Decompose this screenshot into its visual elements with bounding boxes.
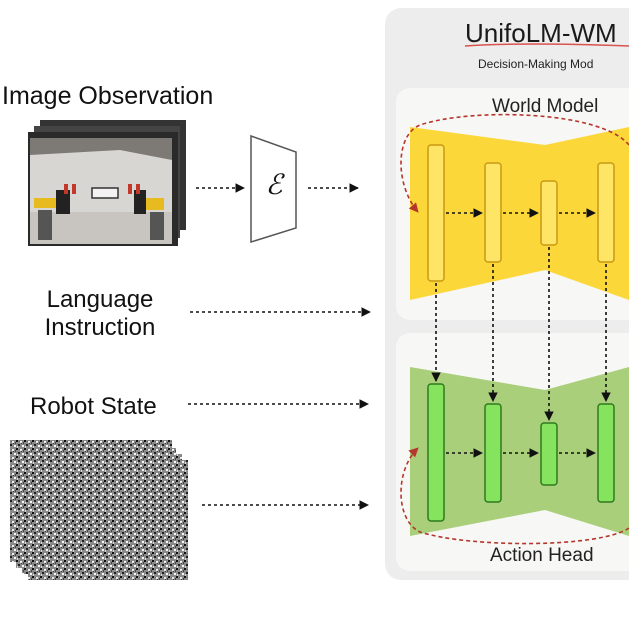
world-model-hourglass [410, 127, 629, 300]
language-line-1: Language [46, 286, 154, 313]
wm-block-4 [597, 162, 615, 263]
ah-block-3 [540, 422, 558, 486]
language-instruction-label: Language Instruction [30, 286, 170, 342]
wm-block-2 [484, 162, 502, 263]
wm-block-1 [427, 144, 445, 282]
ah-feedback-arrow [400, 447, 629, 545]
model-title: UnifoLM-WM [465, 18, 617, 48]
ah-block-4 [597, 403, 615, 503]
noise-frame [10, 440, 172, 562]
wm-to-ah-arrows [431, 247, 611, 421]
model-subtitle: Decision-Making Mod [478, 57, 594, 71]
action-head-hourglass [410, 367, 629, 536]
ah-block-2 [484, 403, 502, 503]
world-model-label: World Model [492, 96, 599, 117]
language-line-2: Instruction [44, 314, 156, 341]
noise-stack [10, 440, 188, 580]
wm-feedback-arrow [400, 113, 629, 213]
image-observation-stack [28, 120, 186, 246]
input-arrows [188, 183, 371, 510]
wm-block-3 [540, 180, 558, 246]
robot-state-label: Robot State [30, 393, 157, 420]
encoder-symbol: ℰ [265, 168, 283, 201]
image-observation-label: Image Observation [2, 82, 214, 110]
encoder-block [250, 134, 297, 244]
title-underline [464, 43, 629, 47]
action-head-label: Action Head [490, 545, 594, 566]
ah-block-1 [427, 383, 445, 522]
